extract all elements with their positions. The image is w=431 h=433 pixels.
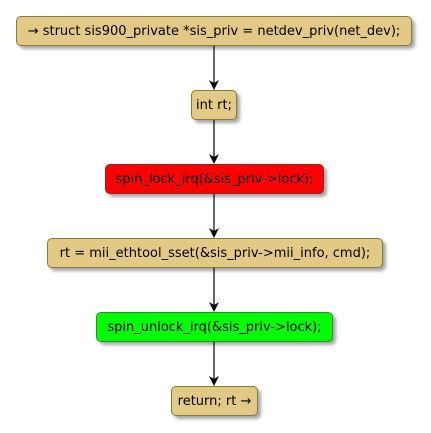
node-declare-rt: int rt; [191,90,237,120]
node-get-private-struct: → struct sis900_private *sis_priv = netd… [16,16,412,46]
node-return: return; rt → [171,386,258,416]
node-spin-unlock: spin_unlock_irq(&sis_priv->lock); [96,312,333,342]
node-spin-lock: spin_lock_irq(&sis_priv->lock); [105,164,324,194]
node-ethtool-sset: rt = mii_ethtool_sset(&sis_priv->mii_inf… [47,238,383,268]
